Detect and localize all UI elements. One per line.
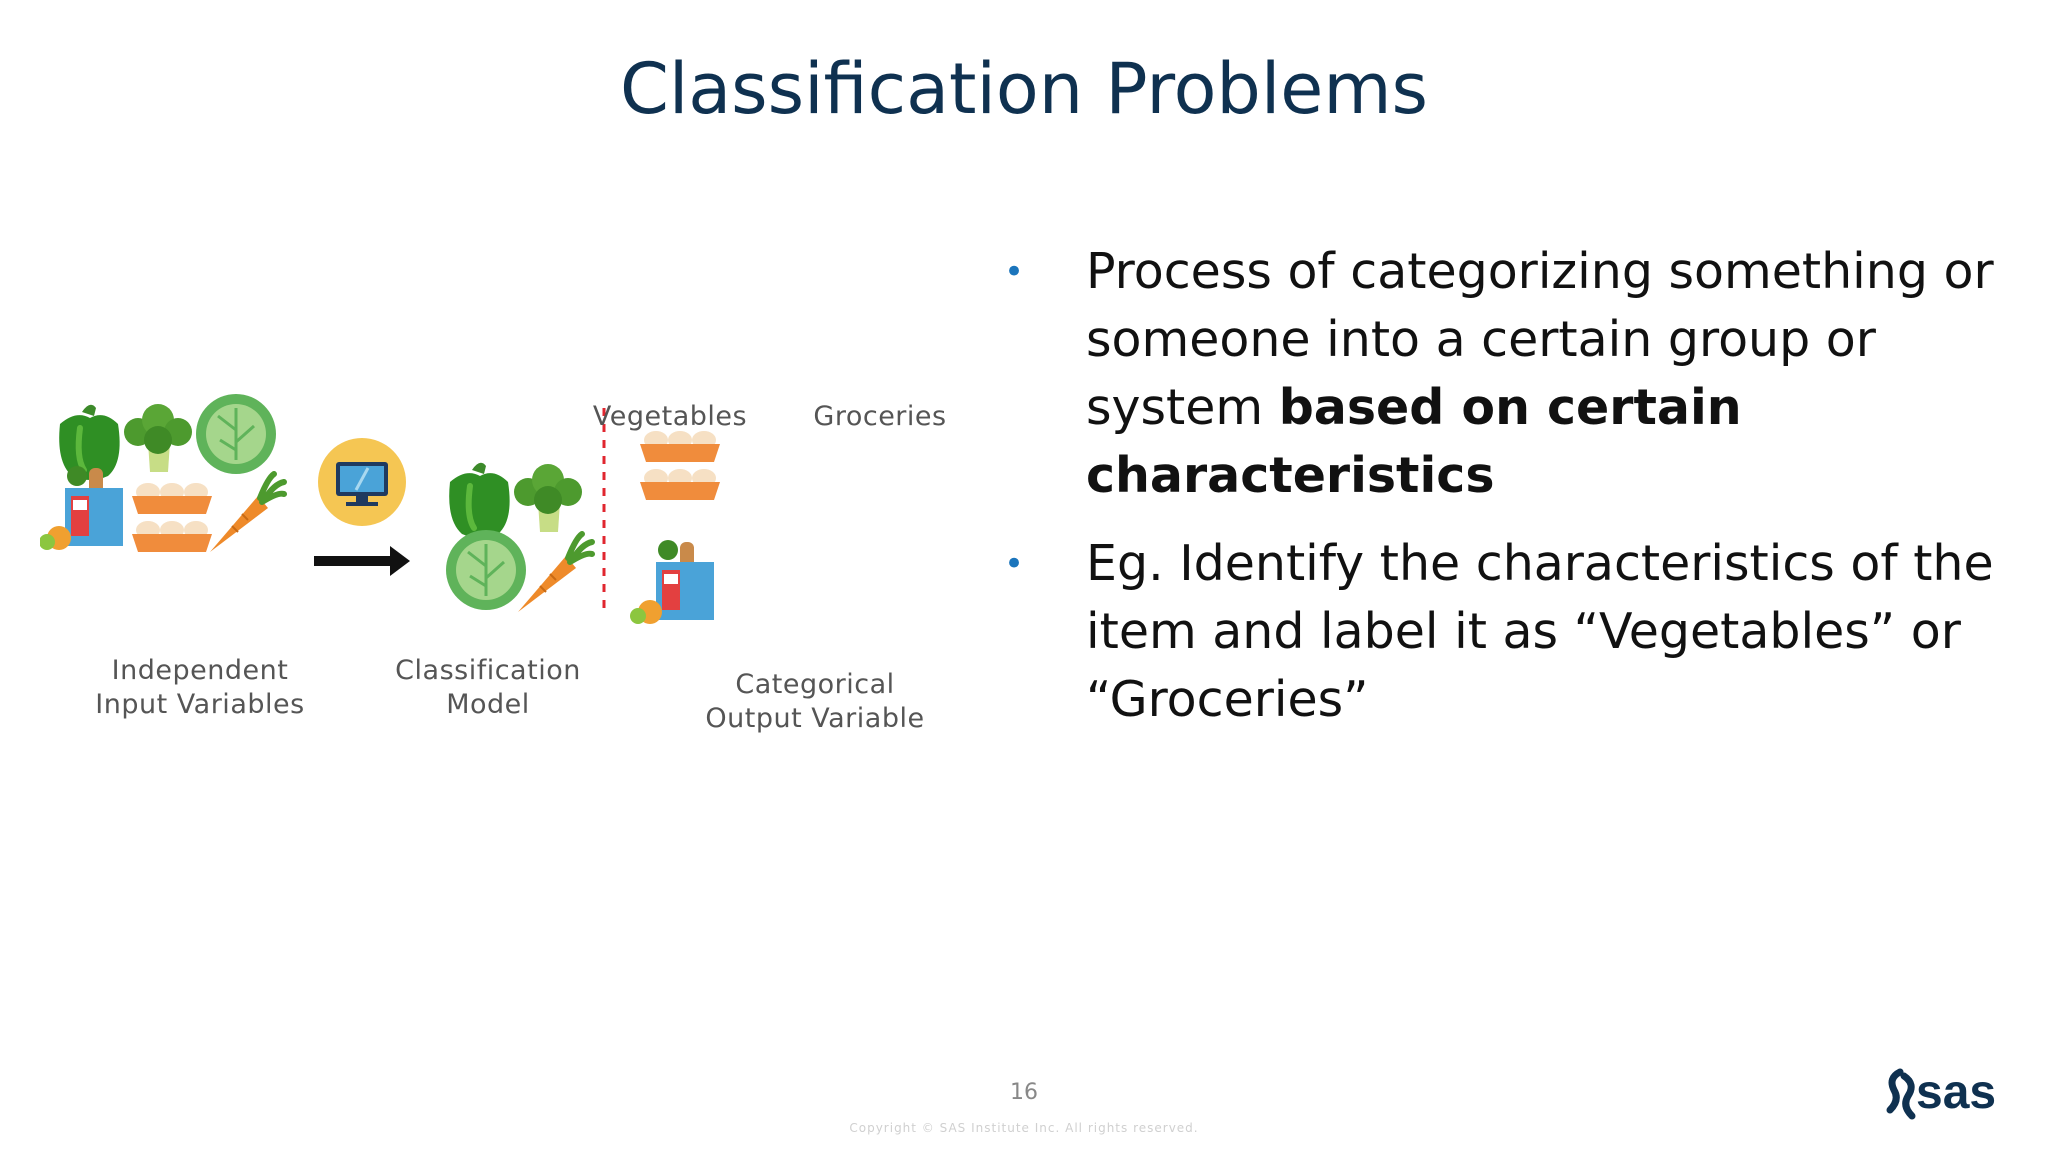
copyright-text: Copyright © SAS Institute Inc. All right… bbox=[849, 1121, 1199, 1135]
grocery-bag-icon bbox=[630, 540, 714, 624]
eggs-icon bbox=[132, 483, 212, 552]
groceries-category-label: Groceries bbox=[813, 401, 947, 432]
input-variables-label: Independent Input Variables bbox=[80, 654, 320, 722]
eggs-icon bbox=[640, 431, 720, 500]
model-label-line: Classification bbox=[395, 655, 581, 686]
sas-logo-text: sas bbox=[1916, 1066, 1996, 1119]
cabbage-icon bbox=[444, 528, 528, 612]
input-label-line: Input Variables bbox=[95, 689, 305, 720]
page-number: 16 bbox=[1010, 1080, 1038, 1105]
bullet-bold-text: based on certain characteristics bbox=[1086, 379, 1742, 504]
pepper-icon bbox=[59, 405, 119, 480]
input-label-line: Independent bbox=[111, 655, 289, 686]
carrot-icon bbox=[518, 534, 592, 612]
sas-logo: sas bbox=[1886, 1066, 1996, 1120]
output-label-line: Output Variable bbox=[705, 703, 925, 734]
carrot-icon bbox=[210, 474, 284, 552]
bullet-item: • Eg. Identify the characteristics of th… bbox=[1000, 530, 2010, 734]
bullet-dot-icon: • bbox=[1004, 252, 1025, 292]
arrow-icon bbox=[314, 546, 410, 576]
bullet-text: Eg. Identify the characteristics of the … bbox=[1086, 535, 1994, 728]
model-label-line: Model bbox=[446, 689, 530, 720]
bullet-text: Process of categorizing something or som… bbox=[1086, 243, 1994, 436]
bullet-dot-icon: • bbox=[1004, 544, 1025, 584]
bullet-item: • Process of categorizing something or s… bbox=[1000, 238, 2010, 510]
bullet-list: • Process of categorizing something or s… bbox=[1000, 238, 2010, 754]
grocery-bag-icon bbox=[40, 466, 123, 550]
classification-model-label: Classification Model bbox=[378, 654, 598, 722]
output-variable-label: Categorical Output Variable bbox=[690, 668, 940, 736]
broccoli-icon bbox=[514, 464, 582, 532]
slide-title: Classification Problems bbox=[619, 48, 1429, 130]
vegetables-category-label: Vegetables bbox=[592, 401, 748, 432]
sas-logo-mark bbox=[1886, 1068, 1916, 1120]
computer-icon bbox=[336, 462, 388, 506]
pepper-icon bbox=[449, 463, 509, 538]
classification-diagram bbox=[40, 392, 720, 624]
broccoli-icon bbox=[124, 404, 192, 472]
output-label-line: Categorical bbox=[735, 669, 895, 700]
cabbage-icon bbox=[194, 392, 278, 476]
